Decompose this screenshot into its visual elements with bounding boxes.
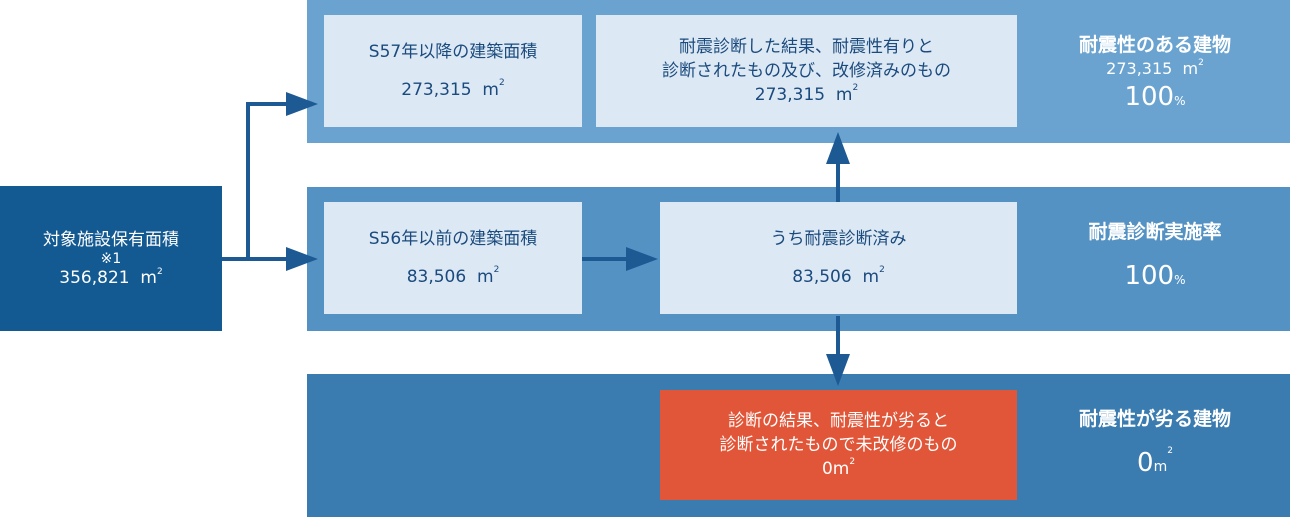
arrowhead-top [286, 92, 318, 116]
seismic-ok-line2: 診断されたもの及び、改修済みのもの [662, 61, 951, 81]
pre-s56-area-value-line: 83,506 m2 [407, 265, 500, 289]
weak-building-unit-sup: 2 [1167, 446, 1173, 456]
source-unit-sup: 2 [156, 266, 163, 277]
unretrofitted-unit: m [832, 459, 850, 479]
arrowhead-down [826, 354, 850, 386]
unretrofitted-value: 0 [821, 459, 833, 479]
unretrofitted-value-line: 0m2 [822, 457, 855, 481]
unretrofitted-line1: 診断の結果、耐震性が劣ると [728, 411, 949, 431]
weak-building-value: 0 [1137, 448, 1154, 478]
diagnosis-rate-pct-line: 100% [1040, 259, 1270, 297]
post-s57-area-unit-sup: 2 [498, 78, 505, 88]
weak-building-summary: 耐震性が劣る建物 0m 2 [1040, 406, 1270, 484]
pre-s56-area-value: 83,506 [406, 267, 467, 287]
source-unit: m [140, 267, 157, 288]
seismic-ok-unit: m [835, 85, 853, 105]
diagnosed-value: 83,506 [792, 267, 852, 287]
earthquake-resistant-value: 273,315 [1106, 59, 1173, 78]
seismic-ok-value-line: 273,315 m2 [755, 83, 858, 107]
earthquake-resistant-pct-line: 100% [1040, 80, 1270, 118]
seismic-ok-value: 273,315 [754, 85, 826, 105]
arrowhead-middle-box2 [626, 247, 658, 271]
source-title: 対象施設保有面積 [43, 229, 179, 250]
earthquake-resistant-unit: m [1182, 59, 1199, 78]
diagnosis-rate-pct: 100 [1124, 261, 1175, 291]
seismic-ok-line1: 耐震診断した結果、耐震性有りと [679, 37, 934, 57]
source-box: 対象施設保有面積 ※1 356,821 m2 [0, 186, 222, 331]
pre-s56-area-title: S56年以前の建築面積 [368, 229, 538, 249]
arrowhead-middle [286, 247, 318, 271]
post-s57-area-title: S57年以降の建築面積 [368, 42, 538, 62]
post-s57-area-value: 273,315 [401, 80, 472, 100]
diagnosis-rate-pct-unit: % [1174, 273, 1186, 287]
earthquake-resistant-pct-unit: % [1174, 94, 1186, 108]
earthquake-resistant-value-line: 273,315 m2 [1040, 58, 1270, 80]
diagnosis-rate-title: 耐震診断実施率 [1088, 221, 1222, 243]
unretrofitted-box: 診断の結果、耐震性が劣ると 診断されたもので未改修のもの 0m2 [660, 390, 1017, 500]
diagnosed-title: うち耐震診断済み [770, 229, 907, 249]
post-s57-area-unit: m [482, 80, 499, 100]
arrowhead-up [826, 132, 850, 164]
diagnosed-unit-sup: 2 [879, 265, 885, 275]
seismic-ok-box: 耐震診断した結果、耐震性有りと 診断されたもの及び、改修済みのもの 273,31… [596, 15, 1017, 127]
unretrofitted-line2: 診断されたもので未改修のもの [719, 435, 958, 455]
source-value: 356,821 [59, 267, 130, 288]
diagnosed-value-line: 83,506 m2 [792, 265, 885, 289]
weak-building-unit: m [1153, 459, 1168, 475]
arrow-source-to-top [222, 102, 312, 261]
source-note: ※1 [100, 250, 122, 267]
diagnosed-unit: m [862, 267, 880, 287]
source-value-line: 356,821 m2 [59, 267, 162, 289]
post-s57-area-box: S57年以降の建築面積 273,315 m2 [324, 15, 582, 127]
pre-s56-area-unit: m [477, 267, 494, 287]
pre-s56-area-box: S56年以前の建築面積 83,506 m2 [324, 202, 582, 314]
weak-building-value-line: 0m 2 [1040, 446, 1270, 484]
post-s57-area-value-line: 273,315 m2 [401, 78, 504, 102]
earthquake-resistant-summary: 耐震性のある建物 273,315 m2 100% [1040, 32, 1270, 118]
earthquake-resistant-unit-sup: 2 [1198, 58, 1204, 68]
earthquake-resistant-title: 耐震性のある建物 [1078, 34, 1231, 56]
diagnosis-rate-summary: 耐震診断実施率 100% [1040, 219, 1270, 297]
earthquake-resistant-pct: 100 [1124, 82, 1175, 112]
unretrofitted-unit-sup: 2 [849, 457, 856, 467]
seismic-ok-unit-sup: 2 [852, 83, 859, 93]
pre-s56-area-unit-sup: 2 [493, 265, 500, 275]
weak-building-title: 耐震性が劣る建物 [1078, 408, 1231, 430]
diagnosed-box: うち耐震診断済み 83,506 m2 [660, 202, 1017, 314]
